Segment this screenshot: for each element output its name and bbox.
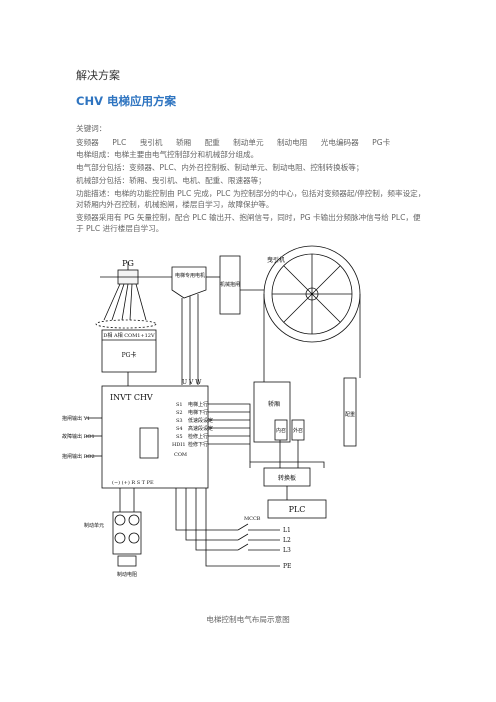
- traction-machine-label: 曳引机: [267, 256, 285, 264]
- car-label: 轿厢: [268, 400, 280, 408]
- signal-down: 电梯下行: [188, 409, 208, 416]
- terminal-s2: S2: [176, 410, 183, 416]
- inverter-uvw: U V W: [182, 379, 202, 386]
- output-label-ro1: 故障输出 RO1: [62, 433, 95, 440]
- signal-up: 电梯上行: [188, 401, 208, 408]
- paragraph-mechanical: 机械部分包括：轿厢、曳引机、电机、配重、限速器等；: [76, 176, 266, 185]
- motor-box-label: 电梯专用电机: [175, 272, 205, 279]
- keyword: 轿厢: [175, 138, 192, 147]
- page-title: CHV 电梯应用方案: [76, 94, 176, 108]
- line-l3: L3: [283, 547, 291, 554]
- terminal-s4: S4: [176, 426, 183, 432]
- signal-high-speed: 高速段设定: [188, 425, 213, 432]
- line-pe: PE: [283, 563, 291, 570]
- pg-label: PG: [122, 259, 134, 268]
- converter-board-label: 转换板: [278, 474, 296, 482]
- breaker-label: MCCB: [244, 516, 261, 522]
- section-heading: 解决方案: [76, 69, 120, 82]
- brake-resistor-label: 制动电阻: [117, 571, 137, 578]
- signal-inspect-down: 检修下行: [188, 441, 208, 448]
- keyword: 制动电阻: [276, 138, 308, 147]
- terminal-com: COM: [174, 452, 187, 458]
- keywords-label: 关键词：: [76, 124, 107, 133]
- terminal-hdi1: HDI1: [172, 442, 186, 448]
- inverter-name: INVT CHV: [110, 393, 153, 402]
- output-label-y1: 抱闸输出 Y1: [62, 415, 90, 422]
- brake-unit-label: 制动单元: [84, 522, 104, 529]
- inverter-bottom-terminals: (−) (+) R S T PE: [112, 479, 154, 486]
- line-l2: L2: [283, 537, 291, 544]
- keyword: 制动单元: [233, 138, 264, 147]
- mechanical-brake-label: 机械抱闸: [220, 281, 240, 288]
- paragraph-composition: 电梯组成：电梯主要由电气控制部分和机械部分组成。: [76, 150, 259, 159]
- output-label-ro2: 抱闸输出 RO2: [62, 453, 95, 460]
- keyword: 变频器: [76, 138, 99, 147]
- plc-label: PLC: [289, 505, 306, 514]
- counterweight-label: 配重: [345, 411, 355, 418]
- keyword: 曳引机: [139, 138, 163, 147]
- keywords-list: 变频器 PLC 曳引机 轿厢 配重 制动单元 制动电阻 光电编码器 PG卡: [76, 137, 401, 148]
- pg-card-label: PG卡: [122, 351, 137, 359]
- inner-call-label: 内召: [276, 427, 286, 434]
- terminal-s1: S1: [176, 402, 183, 408]
- outer-call-label: 外召: [293, 427, 303, 434]
- pg-card-terminals: D相 A相 COM1+12V: [103, 332, 155, 339]
- paragraph-pg-control: 变频器采用有 PG 矢量控制，配合 PLC 输出开、抱闸信号，同时，PG 卡输出…: [76, 213, 421, 233]
- keyword: PLC: [112, 138, 127, 147]
- line-l1: L1: [283, 527, 291, 534]
- keyword: 光电编码器: [320, 138, 359, 147]
- diagram-caption: 电梯控制电气布局示意图: [206, 615, 290, 624]
- terminal-s3: S3: [176, 418, 183, 424]
- signal-inspect-up: 检修上行: [188, 433, 208, 440]
- paragraph-function: 功能描述：电梯的功能控制由 PLC 完成，PLC 为控制部分的中心，包括对变频器…: [76, 189, 426, 209]
- keyword: PG卡: [372, 138, 391, 147]
- terminal-s5: S5: [176, 434, 183, 440]
- keyword: 配重: [204, 138, 220, 147]
- paragraph-electrical: 电气部分包括：变频器、PLC、内外召控制板、制动单元、制动电阻、控制转换板等；: [76, 163, 364, 172]
- signal-low-speed: 低速段设定: [188, 417, 213, 424]
